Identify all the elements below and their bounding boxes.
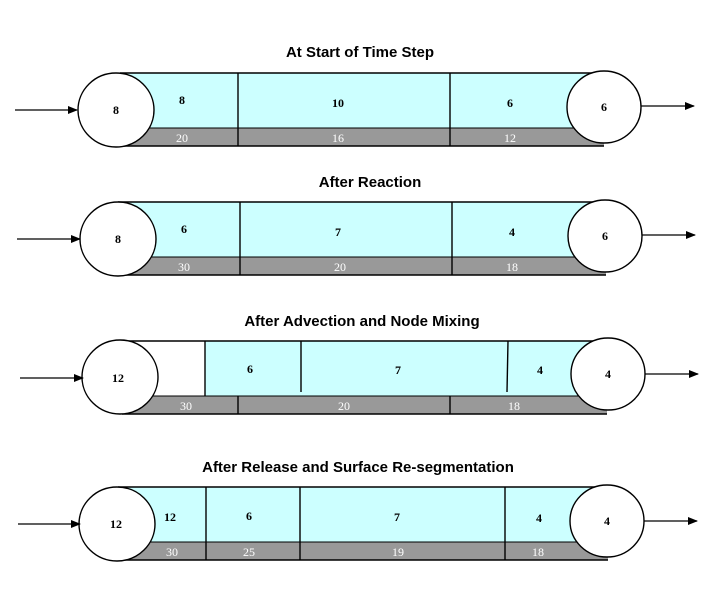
surface-segment-value: 20 (176, 131, 188, 145)
water-band (205, 341, 607, 396)
panel-after-reaction: After Reaction 6 7 4 30 20 18 8 6 (17, 174, 696, 277)
surface-segment-value: 20 (334, 260, 346, 274)
surface-segment-value: 18 (532, 545, 544, 559)
panel-title: After Release and Surface Re-segmentatio… (202, 459, 514, 476)
upstream-node-value: 12 (112, 371, 124, 385)
surface-segment-value: 30 (178, 260, 190, 274)
downstream-node-value: 6 (602, 229, 608, 243)
water-segment-value: 6 (247, 362, 253, 376)
surface-band (118, 257, 606, 275)
water-segment-value: 10 (332, 96, 344, 110)
panel-title: At Start of Time Step (286, 44, 434, 61)
surface-band (122, 396, 607, 414)
pipe (118, 486, 608, 561)
water-band (118, 487, 608, 542)
upstream-node-value: 8 (115, 232, 121, 246)
water-segment-value: 6 (181, 222, 187, 236)
water-segment-value: 12 (164, 510, 176, 524)
water-band (118, 202, 606, 257)
surface-segment-value: 18 (508, 399, 520, 413)
surface-segment-value: 12 (504, 131, 516, 145)
surface-segment-value: 30 (180, 399, 192, 413)
water-segment-value: 8 (179, 93, 185, 107)
downstream-node-value: 6 (601, 100, 607, 114)
water-segment-value: 4 (536, 511, 542, 525)
water-segment-value: 7 (394, 510, 400, 524)
panel-title: After Reaction (319, 174, 422, 191)
downstream-node-value: 4 (604, 514, 610, 528)
surface-band (118, 542, 608, 560)
surface-band (120, 128, 604, 146)
panel-after-release-and-surface-re-segmentation: After Release and Surface Re-segmentatio… (18, 459, 698, 562)
upstream-node (77, 72, 155, 148)
panel-after-advection-and-node-mixing: After Advection and Node Mixing 6 7 4 30… (20, 313, 699, 415)
water-segment-value: 7 (335, 225, 341, 239)
pipe (118, 201, 606, 276)
surface-segment-value: 19 (392, 545, 404, 559)
surface-segment-value: 20 (338, 399, 350, 413)
water-segment-value: 4 (509, 225, 515, 239)
water-band (120, 73, 604, 128)
water-segment-value: 4 (537, 363, 543, 377)
panel-start-of-time-step: At Start of Time Step 8 10 6 20 16 12 8 … (15, 44, 695, 148)
panel-title: After Advection and Node Mixing (244, 313, 479, 330)
downstream-node-value: 4 (605, 367, 611, 381)
water-segment-value: 6 (507, 96, 513, 110)
water-segment-value: 6 (246, 509, 252, 523)
water-segment-value: 7 (395, 363, 401, 377)
surface-segment-value: 30 (166, 545, 178, 559)
upstream-node-value: 8 (113, 103, 119, 117)
pipe (122, 340, 607, 415)
downstream-node (567, 199, 643, 273)
upstream-node-value: 12 (110, 517, 122, 531)
surface-segment-value: 16 (332, 131, 344, 145)
surface-segment-value: 18 (506, 260, 518, 274)
pipe (120, 72, 604, 147)
surface-segment-value: 25 (243, 545, 255, 559)
segment-divider (506, 340, 509, 393)
downstream-node (566, 70, 642, 144)
